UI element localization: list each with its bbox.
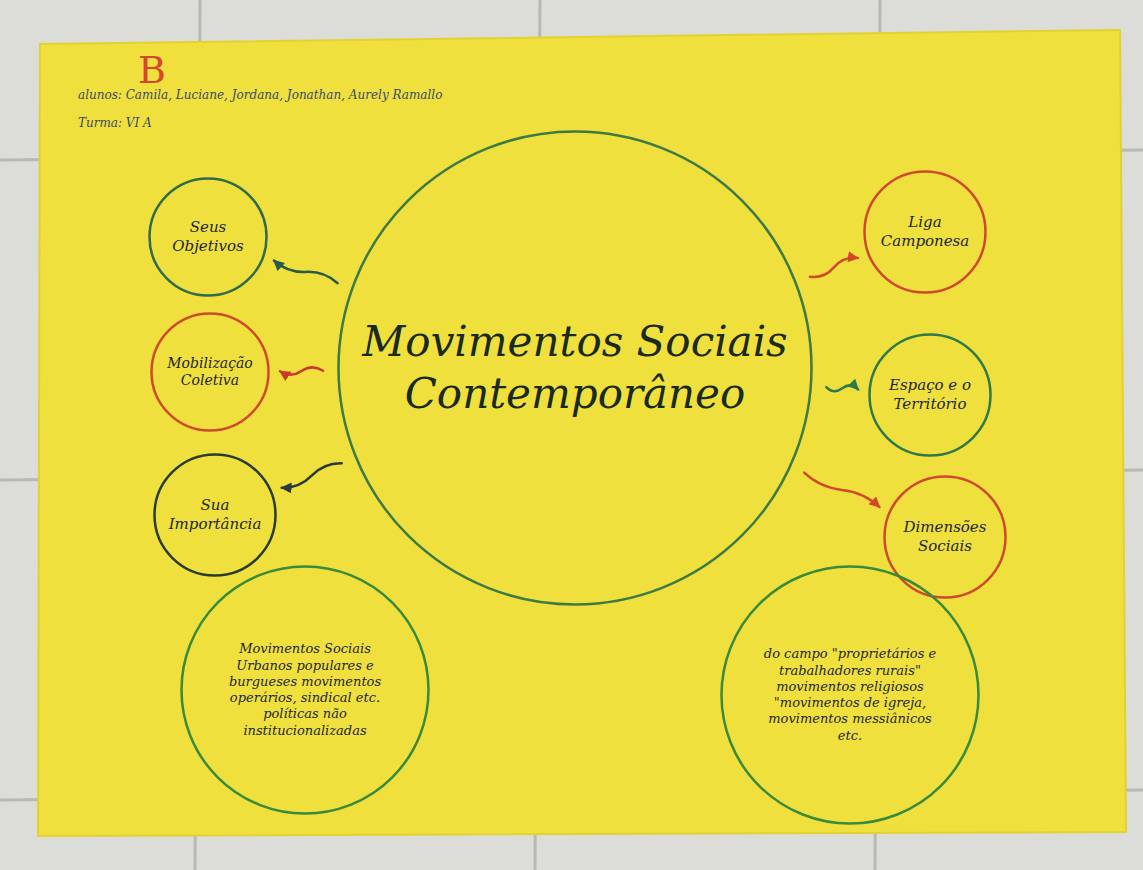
circle-stroke xyxy=(152,314,269,431)
node-text-block: Espaço e o Território xyxy=(884,376,977,414)
wavy-arrow xyxy=(282,463,342,488)
node-text: Movimentos Sociais Contemporâneo xyxy=(355,316,795,421)
node-text-block: Dimensões Sociais xyxy=(899,518,992,556)
circle-stroke xyxy=(870,335,991,456)
poster-sheet xyxy=(38,30,1126,836)
node-text-block: Mobilização Coletiva xyxy=(165,355,255,390)
circle-stroke xyxy=(155,455,276,576)
circle-stroke xyxy=(865,172,986,293)
node-text: Dimensões Sociais xyxy=(899,518,992,556)
node-text-block: do campo "proprietários e trabalhadores … xyxy=(759,646,941,744)
class-name: Turma: VI A xyxy=(78,116,152,130)
node-text: Liga Camponesa xyxy=(879,213,972,251)
node-text-block: Liga Camponesa xyxy=(879,213,972,251)
circle-stroke xyxy=(182,567,429,814)
wavy-arrow xyxy=(274,261,338,284)
mind-map-circle: Mobilização Coletiva xyxy=(150,312,270,432)
node-text-block: Movimentos Sociais Urbanos populares e b… xyxy=(218,641,393,739)
mind-map-circle: Espaço e o Território xyxy=(868,333,992,457)
student-names: alunos: Camila, Luciane, Jordana, Jonath… xyxy=(78,88,442,102)
group-letter: B xyxy=(138,48,166,92)
node-text-block: Sua Importância xyxy=(169,496,262,534)
mind-map-circle: Sua Importância xyxy=(153,453,277,577)
circle-stroke xyxy=(885,477,1006,598)
wavy-arrow xyxy=(280,367,323,374)
node-text: do campo "proprietários e trabalhadores … xyxy=(759,646,941,744)
wavy-arrow xyxy=(810,258,858,277)
mind-map-circle: Movimentos Sociais Urbanos populares e b… xyxy=(180,565,430,815)
mind-map-circle: Liga Camponesa xyxy=(863,170,987,294)
circle-stroke xyxy=(150,179,267,296)
wavy-arrow xyxy=(804,473,879,507)
circle-stroke xyxy=(722,567,979,824)
node-text-block: Movimentos Sociais Contemporâneo xyxy=(355,316,795,421)
node-text: Seus Objetivos xyxy=(163,218,253,256)
node-text-block: Seus Objetivos xyxy=(163,218,253,256)
mind-map-circle: Movimentos Sociais Contemporâneo xyxy=(337,130,813,606)
mind-map-circle: do campo "proprietários e trabalhadores … xyxy=(720,565,980,825)
node-text: Movimentos Sociais Urbanos populares e b… xyxy=(218,641,393,739)
node-text: Mobilização Coletiva xyxy=(165,355,255,390)
node-text: Espaço e o Território xyxy=(884,376,977,414)
circle-stroke xyxy=(339,132,812,605)
wavy-arrow xyxy=(826,385,858,391)
node-text: Sua Importância xyxy=(169,496,262,534)
mind-map-circle: Dimensões Sociais xyxy=(883,475,1007,599)
mind-map-circle: Seus Objetivos xyxy=(148,177,268,297)
circle-outline xyxy=(337,130,813,606)
